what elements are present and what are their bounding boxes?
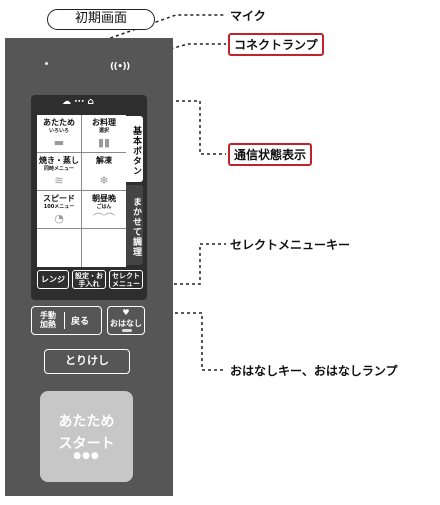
label-select-key: セレクトメニューキー [230, 238, 351, 252]
menu-cell-speed[interactable]: スピード 100メニュー ◔ [37, 191, 81, 228]
talk-lamp [122, 329, 132, 332]
leader-mic [47, 14, 226, 61]
snowflake-icon: ❄ [99, 174, 109, 187]
manual-heat-label[interactable]: 手動加熱 [40, 311, 56, 329]
menu-cell-bake-steam[interactable]: 焼き・蒸し 同時メニュー ≋ [37, 153, 81, 190]
menu-grid: あたため いろいろ ▬ お料理 選択 ▮▮ 焼き・蒸し 同時メニュー ≋ 解凍 … [37, 115, 126, 267]
leader-talk-key [145, 312, 226, 371]
label-comm-status: 通信状態表示 [228, 143, 313, 166]
state-label: 初期画面 [47, 9, 155, 30]
dishes-icon: ⌒⌒ [93, 212, 115, 225]
cancel-button[interactable]: とりけし [44, 349, 130, 374]
label-connect-lamp: コネクトランプ [228, 33, 324, 56]
tab-basic-buttons[interactable]: 基本ボタン [126, 116, 143, 182]
label-mic: マイク [230, 9, 266, 23]
button-divider [64, 312, 65, 329]
talk-button[interactable]: ♥ おはなし [107, 306, 145, 335]
wifi-status-icon: ☁ ∙∙∙ ⌂ [62, 97, 94, 107]
tab-auto-cook[interactable]: まかせて調理 [126, 185, 143, 265]
book-icon: ▮▮ [97, 136, 111, 149]
menu-cell-warm[interactable]: あたため いろいろ ▬ [37, 115, 81, 152]
settings-button[interactable]: 設定・お手入れ [72, 270, 106, 289]
manual-heat-back-button[interactable]: 手動加熱 戻る [31, 306, 102, 335]
heart-icon: ♥ [122, 308, 130, 317]
microphone [45, 62, 48, 65]
back-label[interactable]: 戻る [71, 317, 90, 327]
label-talk-key: おはなしキー、おはなしランプ [230, 364, 398, 378]
menu-cell-defrost[interactable]: 解凍 ❄ [82, 153, 126, 190]
select-menu-button[interactable]: セレクトメニュー [109, 270, 143, 289]
leader-select-key [144, 243, 226, 285]
start-dots: ●●● [73, 451, 100, 461]
menu-cell-empty [37, 229, 81, 267]
cup-icon: ▬ [53, 136, 65, 149]
menu-cell-meals[interactable]: 朝昼晩 ごはん ⌒⌒ [82, 191, 126, 228]
warm-start-button[interactable]: あたため スタート ●●● [40, 391, 133, 482]
menu-cell-recipe[interactable]: お料理 選択 ▮▮ [82, 115, 126, 152]
connect-lamp-icon: ((•)) [110, 62, 130, 72]
menu-cell-empty-2 [82, 229, 126, 267]
timer-icon: ◔ [54, 212, 64, 225]
range-button[interactable]: レンジ [37, 270, 69, 289]
steam-plate-icon: ≋ [54, 174, 64, 187]
